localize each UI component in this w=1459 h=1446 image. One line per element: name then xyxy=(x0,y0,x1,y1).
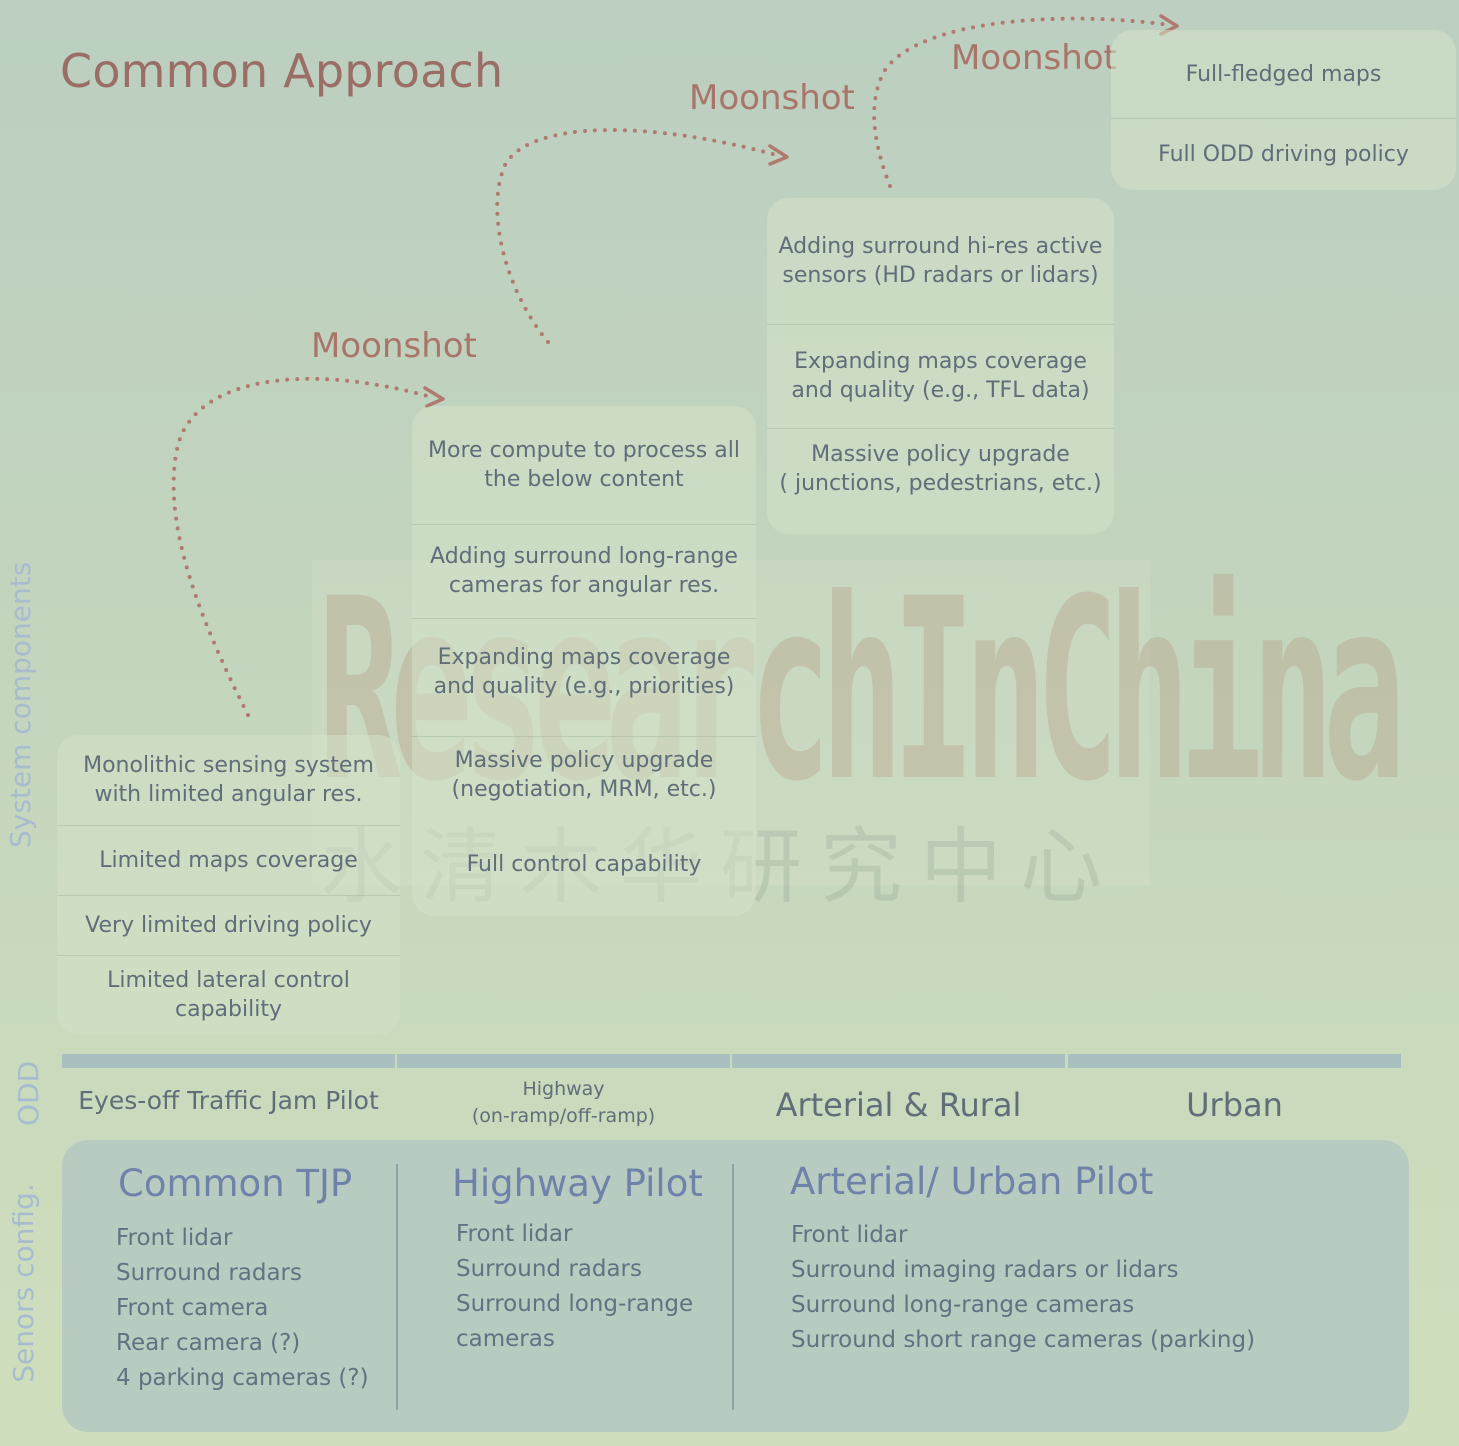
sensor-item: 4 parking cameras (?) xyxy=(116,1365,369,1391)
axis-label-odd: ODD xyxy=(12,1060,45,1126)
arrow-3-path xyxy=(872,16,1172,188)
stage-3-item: Massive policy upgrade ( junctions, pede… xyxy=(779,442,1102,496)
sensor-config-heading-arterial: Arterial/ Urban Pilot xyxy=(790,1160,1154,1203)
sensor-item: Rear camera (?) xyxy=(116,1330,301,1356)
sensor-item: Front camera xyxy=(116,1295,269,1321)
sensor-item: Surround radars xyxy=(456,1256,642,1282)
odd-label-arterial: Arterial & Rural xyxy=(775,1086,1022,1124)
arrow-1-head xyxy=(423,386,445,408)
odd-bar-1 xyxy=(62,1054,395,1068)
arrow-1-path xyxy=(171,376,437,717)
sensor-list-tjp: Front lidar Surround radars Front camera… xyxy=(116,1221,369,1396)
sensor-item: Surround imaging radars or lidars xyxy=(791,1257,1179,1283)
stage-1-item: Very limited driving policy xyxy=(85,912,372,938)
odd-bar-2 xyxy=(397,1054,730,1068)
stage-1-card: Monolithic sensing system with limited a… xyxy=(57,735,400,1035)
sensor-config-heading-highway: Highway Pilot xyxy=(452,1162,703,1205)
sensor-item: Surround short range cameras (parking) xyxy=(791,1327,1256,1353)
sensors-divider xyxy=(396,1164,398,1410)
stage-3-item: Expanding maps coverage and quality (e.g… xyxy=(791,349,1090,403)
stage-2-item: Massive policy upgrade (negotiation, MRM… xyxy=(451,748,717,802)
odd-label-urban: Urban xyxy=(1186,1086,1283,1124)
arrow-2-path xyxy=(495,128,782,344)
stage-4-card: Full-fledged maps Full ODD driving polic… xyxy=(1111,30,1456,190)
stage-2-card: More compute to process all the below co… xyxy=(412,406,756,916)
stage-4-item: Full ODD driving policy xyxy=(1158,141,1409,167)
odd-label-tjp: Eyes-off Traffic Jam Pilot xyxy=(78,1086,379,1115)
stage-1-item: Limited lateral control capability xyxy=(107,968,350,1022)
sensor-list-highway: Front lidar Surround radars Surround lon… xyxy=(456,1217,693,1357)
moonshot-label-1: Moonshot xyxy=(311,326,477,366)
sensors-config-panel xyxy=(62,1140,1409,1432)
stage-1-item: Monolithic sensing system with limited a… xyxy=(83,753,374,807)
sensor-item: cameras xyxy=(456,1326,555,1352)
stage-4-item: Full-fledged maps xyxy=(1185,61,1382,87)
axis-label-sensors-config: Senors config. xyxy=(7,1183,40,1383)
odd-label-highway: Highway (on-ramp/off-ramp) xyxy=(471,1078,656,1127)
sensor-item: Front lidar xyxy=(116,1225,233,1251)
stage-3-item: Adding surround hi-res active sensors (H… xyxy=(778,234,1103,288)
sensor-item: Surround long-range cameras xyxy=(791,1292,1135,1318)
sensor-item: Surround radars xyxy=(116,1260,302,1286)
odd-bar-3 xyxy=(732,1054,1065,1068)
sensor-list-arterial: Front lidar Surround imaging radars or l… xyxy=(791,1218,1255,1358)
stage-2-item: Adding surround long-range cameras for a… xyxy=(430,544,738,598)
stage-2-item: Expanding maps coverage and quality (e.g… xyxy=(433,645,735,699)
stage-2-item: Full control capability xyxy=(466,851,702,877)
sensor-item: Front lidar xyxy=(791,1222,908,1248)
moonshot-label-3: Moonshot xyxy=(951,38,1117,78)
arrow-2-head xyxy=(768,144,789,166)
stage-3-card: Adding surround hi-res active sensors (H… xyxy=(767,198,1114,534)
sensors-divider xyxy=(732,1164,734,1410)
sensor-config-heading-tjp: Common TJP xyxy=(118,1162,353,1205)
axis-label-system-components: System components xyxy=(4,561,37,848)
odd-bar-4 xyxy=(1068,1054,1401,1068)
stage-1-item: Limited maps coverage xyxy=(99,847,358,873)
stage-2-item: More compute to process all the below co… xyxy=(428,438,740,492)
moonshot-label-2: Moonshot xyxy=(689,78,855,118)
page-title: Common Approach xyxy=(60,44,504,98)
sensor-item: Surround long-range xyxy=(456,1291,694,1317)
sensor-item: Front lidar xyxy=(456,1221,573,1247)
